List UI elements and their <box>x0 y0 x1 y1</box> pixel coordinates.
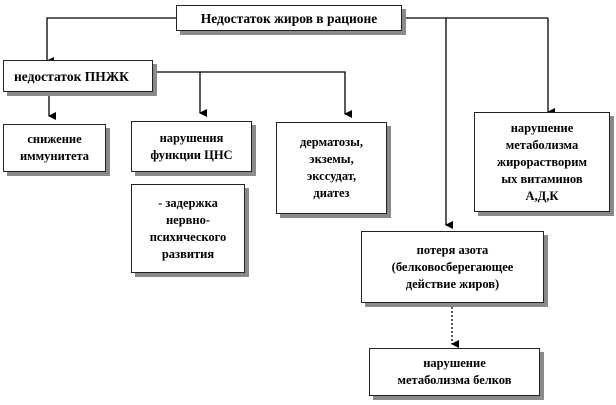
root-box: Недостаток жиров в рационе <box>176 5 402 31</box>
pnzhk-deficiency-box: недостаток ПНЖК <box>3 60 153 92</box>
development-delay-box: - задержка нервно- психического развития <box>131 184 245 273</box>
cns-dysfunction-box: нарушения функции ЦНС <box>131 121 252 172</box>
protein-metabolism-box: нарушение метаболизма белков <box>369 348 540 396</box>
connector-pnzhk-right <box>153 71 207 117</box>
nitrogen-loss-box: потеря азота (белковосберегающее действи… <box>361 231 544 303</box>
dermatoses-box: дерматозы, экземы, экссудат, диатез <box>276 122 387 214</box>
vitamins-metabolism-box: нарушение метаболизма жирорастворим ых в… <box>474 112 610 212</box>
connector-pnzhk-dermatoses <box>200 71 352 118</box>
immunity-decrease-box: снижение иммунитета <box>3 124 106 172</box>
connector-root-pnzhk <box>46 17 176 65</box>
